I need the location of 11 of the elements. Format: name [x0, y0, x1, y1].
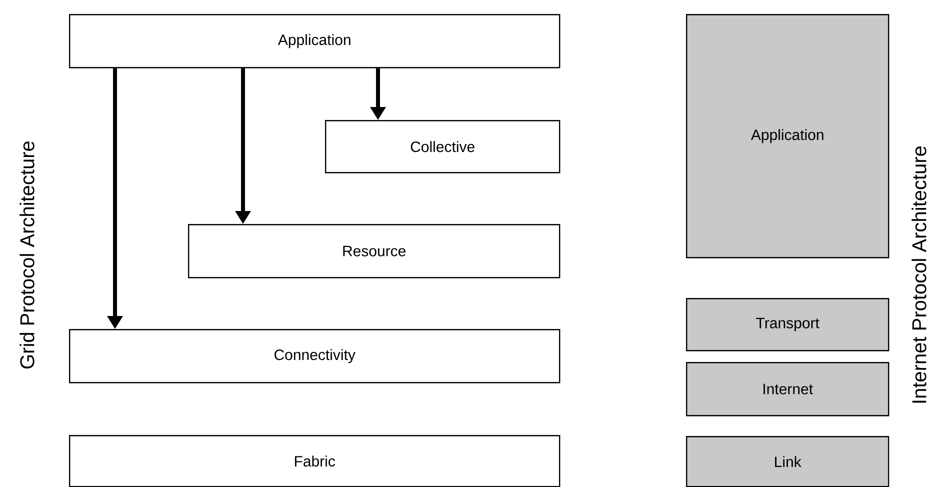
- layer-box: Transport: [686, 298, 890, 352]
- layer-box: Internet: [686, 362, 890, 416]
- axis-title: Internet Protocol Architecture: [912, 146, 926, 403]
- layer-box: Application: [69, 14, 560, 68]
- layer-box: Connectivity: [69, 328, 560, 384]
- axis-title: Grid Protocol Architecture: [20, 141, 34, 368]
- layer-box: Link: [686, 436, 890, 487]
- layer-box: Collective: [325, 120, 560, 174]
- layer-box: Resource: [188, 224, 560, 278]
- layer-box: Application: [686, 14, 890, 258]
- layer-box: Fabric: [69, 434, 560, 487]
